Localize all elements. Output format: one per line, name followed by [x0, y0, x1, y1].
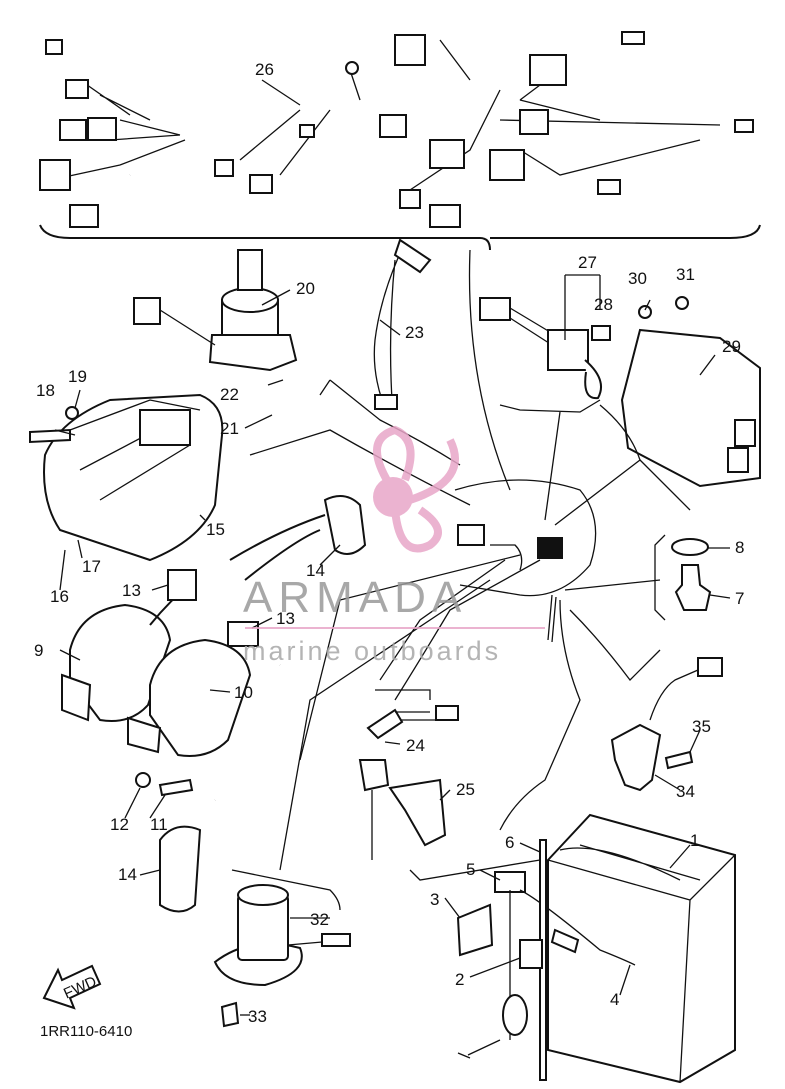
terminal-parts	[456, 839, 636, 1081]
callout-22: 22	[220, 385, 239, 404]
wire-harness	[39, 31, 761, 251]
callout-9: 9	[34, 641, 43, 660]
callout-25: 25	[456, 780, 475, 799]
switch-24	[358, 705, 459, 860]
callout-23: 23	[405, 323, 424, 342]
plug-cap-upper	[213, 495, 367, 802]
engine-outline	[454, 249, 597, 643]
sensor-23	[373, 238, 432, 410]
callout-31: 31	[676, 265, 695, 284]
watermark-brand: ARMADA	[243, 573, 467, 622]
bracket-25	[388, 778, 447, 847]
callout-21: 21	[220, 419, 239, 438]
callout-32: 32	[310, 910, 329, 929]
callout-labels: 26 20 23 27 28 30 31 29 18 19 22 21 15 1…	[34, 60, 744, 1026]
callout-13-left: 13	[122, 581, 141, 600]
callout-35: 35	[692, 717, 711, 736]
diagram-code: 1RR110-6410	[40, 1023, 132, 1040]
callout-5: 5	[466, 860, 475, 879]
callout-34: 34	[676, 782, 695, 801]
sensor-7	[671, 538, 712, 611]
callout-30: 30	[628, 269, 647, 288]
callout-19: 19	[68, 367, 87, 386]
callout-33: 33	[248, 1007, 267, 1026]
fasteners-11-12	[135, 772, 194, 797]
callout-20: 20	[296, 279, 315, 298]
callout-26: 26	[255, 60, 274, 79]
callout-14-lower: 14	[118, 865, 137, 884]
callout-3: 3	[430, 890, 439, 909]
callout-24: 24	[406, 736, 425, 755]
callout-17: 17	[82, 557, 101, 576]
ignition-coil-10	[127, 569, 259, 757]
callout-16: 16	[50, 587, 69, 606]
watermark-tagline: marine outboards	[243, 636, 501, 666]
plug-cap-lower	[159, 825, 202, 913]
callout-1: 1	[690, 831, 699, 850]
callout-27: 27	[578, 253, 597, 272]
watermark-logo-icon	[373, 425, 459, 553]
callout-14-upper: 14	[306, 561, 325, 580]
cover-15	[29, 393, 224, 562]
callout-18: 18	[36, 381, 55, 400]
battery-1	[547, 813, 736, 1084]
callout-7: 7	[735, 589, 744, 608]
watermark: ARMADA marine outboards	[243, 425, 545, 666]
starter-relay-32	[213, 884, 351, 1028]
cdi-unit	[620, 296, 761, 488]
callout-8: 8	[735, 538, 744, 557]
fwd-arrow: FWD	[42, 964, 102, 1010]
callout-2: 2	[455, 970, 464, 989]
callout-11: 11	[150, 815, 168, 834]
leader-lines	[54, 79, 731, 1016]
callout-6: 6	[505, 833, 514, 852]
callout-15: 15	[206, 520, 225, 539]
ignition-coil-9	[61, 579, 196, 722]
callout-4: 4	[610, 990, 619, 1009]
callout-28: 28	[594, 295, 613, 314]
sensor-34	[610, 657, 723, 792]
relay-27	[479, 297, 611, 400]
callout-29: 29	[722, 337, 741, 356]
callout-12: 12	[110, 815, 129, 834]
callout-10: 10	[234, 683, 253, 702]
main-switch	[133, 249, 298, 372]
callout-13-right: 13	[276, 609, 295, 628]
